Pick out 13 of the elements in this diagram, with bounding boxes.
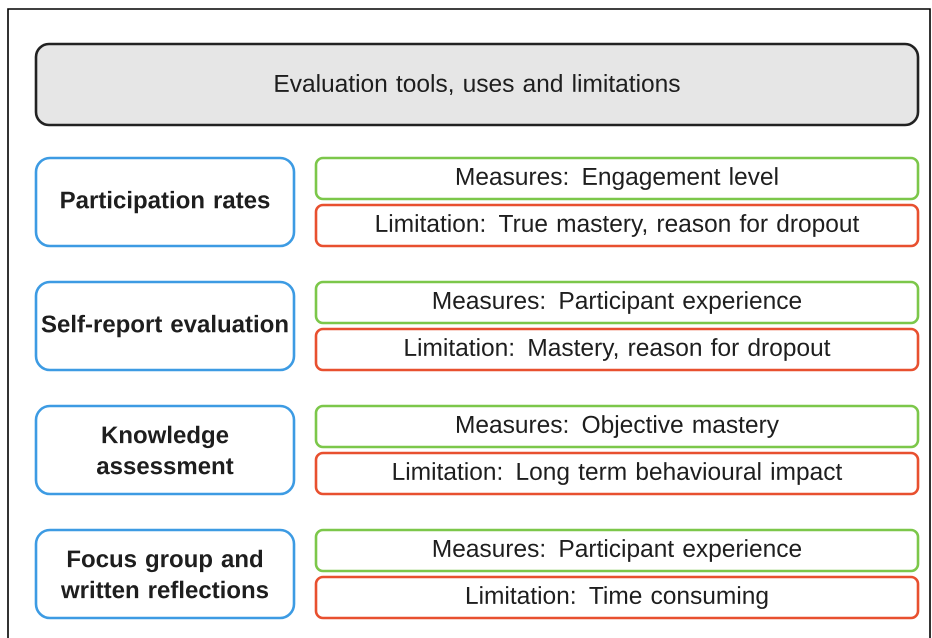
tool-box: Knowledge assessment	[34, 404, 296, 496]
measures-box: Measures: Participant experience	[314, 280, 920, 324]
measures-box: Measures: Objective mastery	[314, 404, 920, 448]
limitation-box: Limitation: Time consuming	[314, 576, 920, 620]
tool-box: Self-report evaluation	[34, 280, 296, 372]
limitation-box: Limitation: Long term behavioural impact	[314, 452, 920, 496]
limitation-box: Limitation: Mastery, reason for dropout	[314, 328, 920, 372]
limitation-box: Limitation: True mastery, reason for dropout	[314, 204, 920, 248]
measures-box: Measures: Participant experience	[314, 528, 920, 572]
tool-box: Focus group and written reflections	[34, 528, 296, 620]
measures-box: Measures: Engagement level	[314, 156, 920, 200]
title-box: Evaluation tools, uses and limitations	[34, 42, 920, 126]
tool-box: Participation rates	[34, 156, 296, 248]
